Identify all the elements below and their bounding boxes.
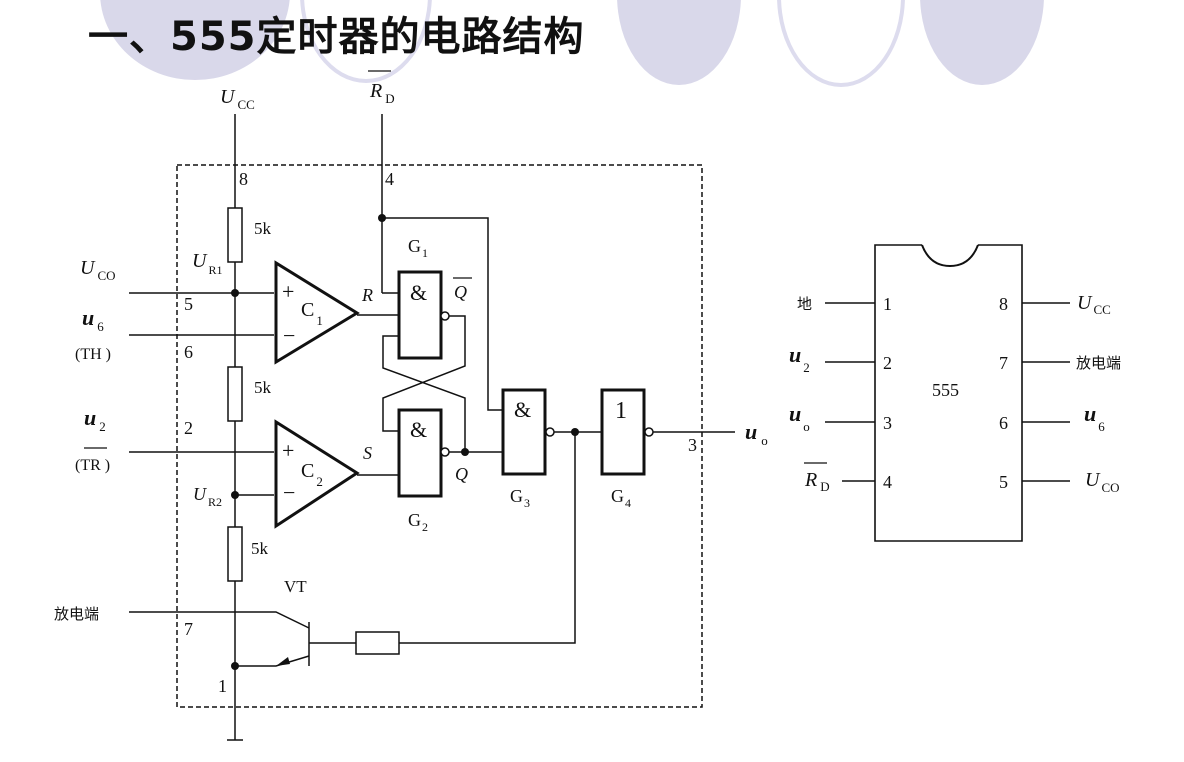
label-th: (TH ) xyxy=(75,346,111,363)
page-title: 一、555定时器的电路结构 xyxy=(88,14,585,60)
c1-minus: − xyxy=(283,323,295,348)
ic-boundary xyxy=(176,164,703,708)
chip-pin-6-label: u6 xyxy=(1084,401,1105,434)
chip-pin-8: 8 xyxy=(999,294,1008,314)
pin-7-label: 7 xyxy=(184,619,193,639)
resistor-base xyxy=(355,631,400,655)
resistor-label: 5k xyxy=(254,219,272,238)
c1-plus: + xyxy=(282,279,294,304)
chip-name: 555 xyxy=(932,380,959,400)
g3-inverter-bubble xyxy=(545,427,555,437)
g4-inverter-bubble xyxy=(644,427,654,437)
junction-dot xyxy=(231,289,239,297)
pin-1-label: 1 xyxy=(218,676,227,696)
chip-pin-1: 1 xyxy=(883,294,892,314)
wire-cross-1 xyxy=(382,315,466,432)
gate-g4-symbol: 1 xyxy=(615,398,627,424)
chip-pin-2-label: u2 xyxy=(789,342,810,375)
pin-5-label: 5 xyxy=(184,294,193,314)
resistor-label: 5k xyxy=(254,378,272,397)
gate-g4 xyxy=(600,388,646,476)
resistor-label: 5k xyxy=(251,539,269,558)
chip-pin-3: 3 xyxy=(883,413,892,433)
chip-pin-1-label: 地 xyxy=(797,295,812,313)
g2-inverter-bubble xyxy=(440,447,450,457)
label-discharge: 放电端 xyxy=(54,605,99,623)
pin-6-label: 6 xyxy=(184,342,193,362)
wire-reset-g3 xyxy=(382,217,503,411)
comparator-c2 xyxy=(274,419,360,529)
comparator-c1 xyxy=(274,260,360,365)
label-s: S xyxy=(363,443,372,463)
pin-2-label: 2 xyxy=(184,418,193,438)
chip-pin-7-label: 放电端 xyxy=(1076,354,1121,372)
gate-g1-label: G1 xyxy=(408,236,428,260)
label-tr: (TR ) xyxy=(75,457,110,474)
gate-g2-label: G2 xyxy=(408,510,428,534)
resistor-1 xyxy=(227,207,243,263)
chip-555 xyxy=(825,244,1070,542)
gate-g4-label: G4 xyxy=(611,486,631,510)
chip-pin-6: 6 xyxy=(999,413,1008,433)
gate-g3-symbol: & xyxy=(514,397,531,422)
chip-pin-5: 5 xyxy=(999,472,1008,492)
emitter-arrow xyxy=(276,657,290,666)
chip-pin-7: 7 xyxy=(999,353,1008,373)
resistor-2 xyxy=(227,366,243,422)
c2-minus: − xyxy=(283,480,295,505)
g1-inverter-bubble xyxy=(440,311,450,321)
resistor-3 xyxy=(227,526,243,582)
junction-dot xyxy=(231,662,239,670)
wire-discharge xyxy=(129,611,310,629)
pin-3-label: 3 xyxy=(688,435,697,455)
gate-g2-symbol: & xyxy=(410,417,427,442)
chip-pin-3-label: uo xyxy=(789,401,810,434)
label-r: R xyxy=(361,285,373,305)
gate-g3-label: G3 xyxy=(510,486,530,510)
junction-dot xyxy=(461,448,469,456)
wire-g3-vt xyxy=(399,432,576,644)
gate-g3 xyxy=(501,388,547,476)
label-q: Q xyxy=(455,464,468,484)
label-vt: VT xyxy=(284,577,307,596)
pin-8-label: 8 xyxy=(239,169,248,189)
gate-g1-symbol: & xyxy=(410,280,427,305)
pin-4-label: 4 xyxy=(385,169,394,189)
wire-emitter xyxy=(235,655,310,667)
chip-pin-2: 2 xyxy=(883,353,892,373)
chip-pin-4: 4 xyxy=(883,472,892,492)
junction-dot xyxy=(231,491,239,499)
label-qbar: Q xyxy=(454,282,467,302)
wire-cross-2 xyxy=(382,335,466,452)
c2-plus: + xyxy=(282,438,294,463)
junction-dot xyxy=(378,214,386,222)
junction-dot xyxy=(571,428,579,436)
